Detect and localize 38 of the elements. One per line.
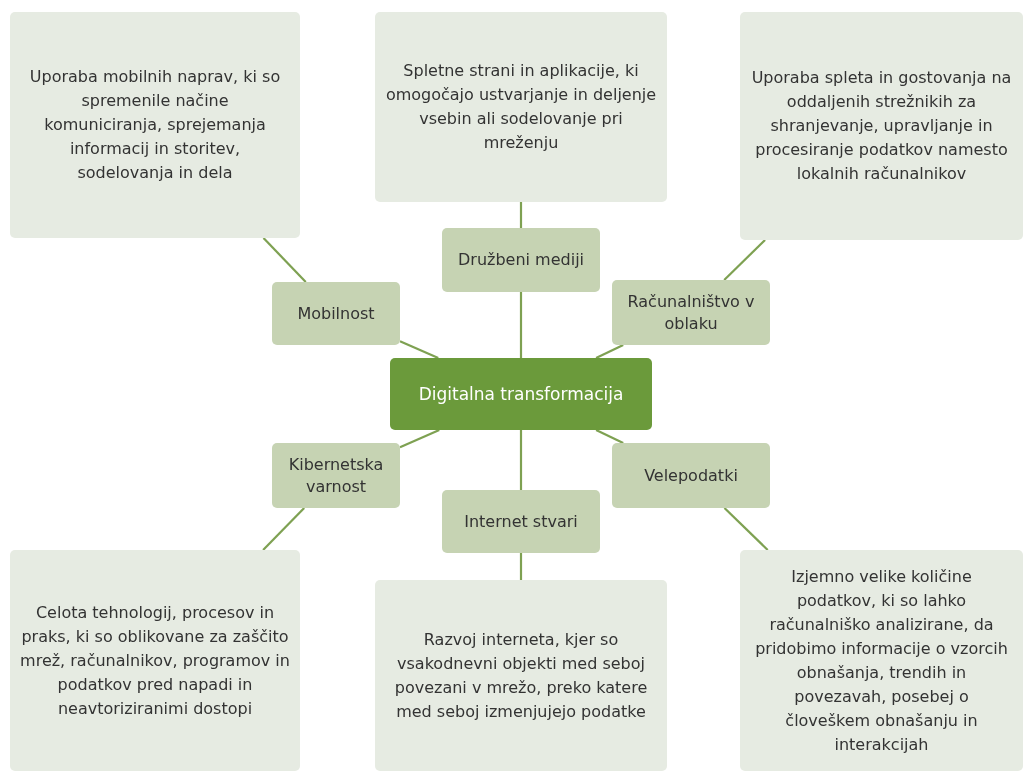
connector-line: [262, 237, 307, 283]
box-text: Družbeni mediji: [458, 249, 584, 271]
box-text: Spletne strani in aplikacije, ki omogočajo ustvarjanje in deljenje vsebin ali sodelovanje pri mreženju: [385, 60, 657, 154]
description-box: [740, 12, 1023, 240]
category-box: [442, 228, 600, 292]
category-box: [612, 280, 770, 345]
box-text: Mobilnost: [297, 302, 375, 325]
box-text: Digitalna transformacija: [418, 384, 624, 404]
box-text: Velepodatki: [644, 464, 738, 487]
box-text: Internet stvari: [464, 510, 578, 533]
category-box: [272, 443, 400, 508]
connector-line: [399, 340, 439, 359]
central-box: [390, 358, 652, 430]
description-box: [740, 550, 1023, 771]
box-text: Uporaba spleta in gostovanja na oddaljenih strežnikih za shranjevanje, upravljanje in procesiranje podatkov namesto lokalnih računalnikov: [750, 67, 1013, 185]
description-box: [10, 12, 300, 238]
connector-line: [519, 292, 523, 358]
category-box: [442, 490, 600, 553]
connector-line: [399, 429, 440, 449]
description-box: [10, 550, 300, 771]
connector-line: [723, 507, 769, 551]
box-text: Kibernetska varnost: [287, 453, 385, 498]
box-text: Izjemno velike količine podatkov, ki so lahko računalniško analizirane, da pridobimo informacije o vzorcih obnašanja, trendih in povezavah, posebej o človeškem obnašanju in interakcijah: [754, 565, 1009, 756]
connector-line: [262, 507, 305, 551]
connector-line: [519, 202, 523, 228]
box-text: Uporaba mobilnih naprav, ki so spremenile načine komuniciranja, sprejemanja informacij in storitev, sodelovanja in dela: [28, 66, 282, 184]
connector-line: [519, 553, 523, 580]
box-text: Razvoj interneta, kjer so vsakodnevni objekti med seboj povezani v mrežo, preko katere med seboj izmenjujejo podatke: [393, 628, 649, 723]
connector-line: [519, 430, 523, 490]
description-box: [375, 12, 667, 202]
category-box: [272, 282, 400, 345]
box-text: Računalništvo v oblaku: [626, 290, 756, 335]
box-text: Celota tehnologij, procesov in praks, ki so oblikovane za zaščito mrež, računalnikov, programov in podatkov pred napadi in neavtoriziranimi dostopi: [20, 601, 290, 720]
category-box: [612, 443, 770, 508]
connector-line: [595, 344, 624, 359]
connector-line: [723, 239, 766, 281]
connector-line: [595, 429, 624, 444]
description-box: [375, 580, 667, 771]
